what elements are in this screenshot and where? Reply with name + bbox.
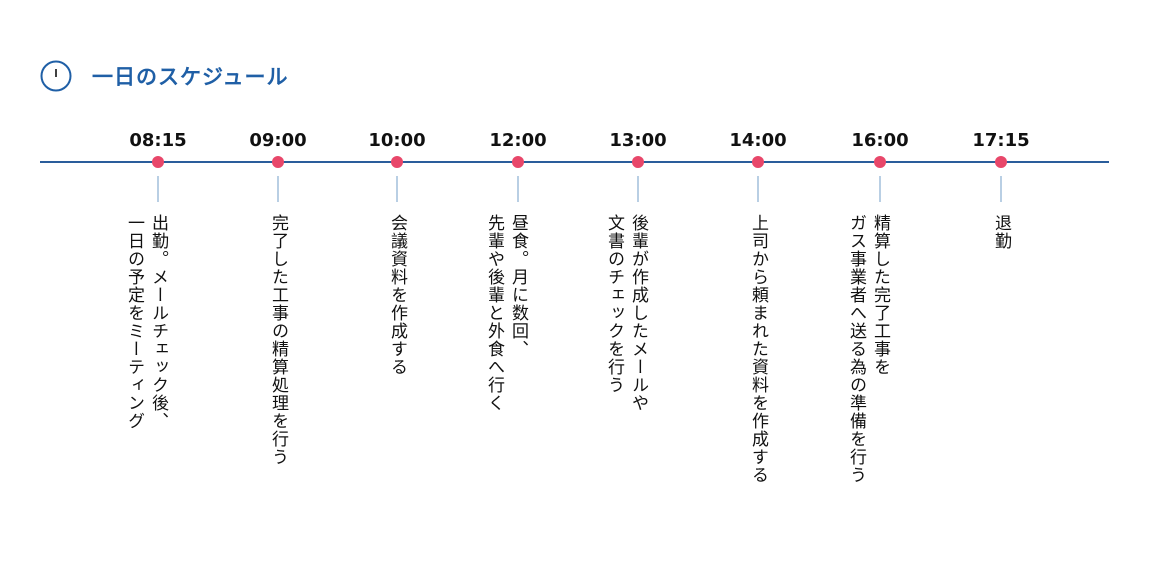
event-description: 昼食。月に数回、 先輩や後輩と外食へ行く bbox=[484, 214, 528, 412]
event-connector bbox=[277, 176, 279, 202]
event-time: 12:00 bbox=[489, 130, 547, 151]
event-time: 13:00 bbox=[609, 130, 667, 151]
event-description: 後輩が作成したメールや 文書のチェックを行う bbox=[604, 214, 648, 412]
event-connector bbox=[517, 176, 519, 202]
event-dot bbox=[272, 156, 284, 168]
event-time: 14:00 bbox=[729, 130, 787, 151]
event-connector bbox=[637, 176, 639, 202]
event-dot bbox=[995, 156, 1007, 168]
page-header: 一日のスケジュール bbox=[40, 58, 289, 94]
event-dot bbox=[632, 156, 644, 168]
event-dot bbox=[874, 156, 886, 168]
event-connector bbox=[157, 176, 159, 202]
timeline-axis bbox=[40, 161, 1109, 163]
event-time: 16:00 bbox=[851, 130, 909, 151]
event-time: 10:00 bbox=[368, 130, 426, 151]
event-dot bbox=[152, 156, 164, 168]
event-time: 17:15 bbox=[972, 130, 1030, 151]
event-description: 退勤 bbox=[991, 214, 1011, 250]
event-dot bbox=[512, 156, 524, 168]
event-dot bbox=[391, 156, 403, 168]
event-description: 完了した工事の精算処理を行う bbox=[268, 214, 288, 466]
event-description: 上司から頼まれた資料を作成する bbox=[748, 214, 768, 484]
event-dot bbox=[752, 156, 764, 168]
event-connector bbox=[757, 176, 759, 202]
event-connector bbox=[1000, 176, 1002, 202]
event-description: 精算した完了工事を ガス事業者へ送る為の準備を行う bbox=[846, 214, 890, 484]
event-description: 出勤。メールチェック後、 一日の予定をミーティング bbox=[124, 214, 168, 430]
page-title: 一日のスケジュール bbox=[92, 65, 289, 89]
event-connector bbox=[879, 176, 881, 202]
clock-icon bbox=[40, 60, 72, 92]
event-connector bbox=[396, 176, 398, 202]
event-time: 08:15 bbox=[129, 130, 187, 151]
event-description: 会議資料を作成する bbox=[387, 214, 407, 376]
event-time: 09:00 bbox=[249, 130, 307, 151]
